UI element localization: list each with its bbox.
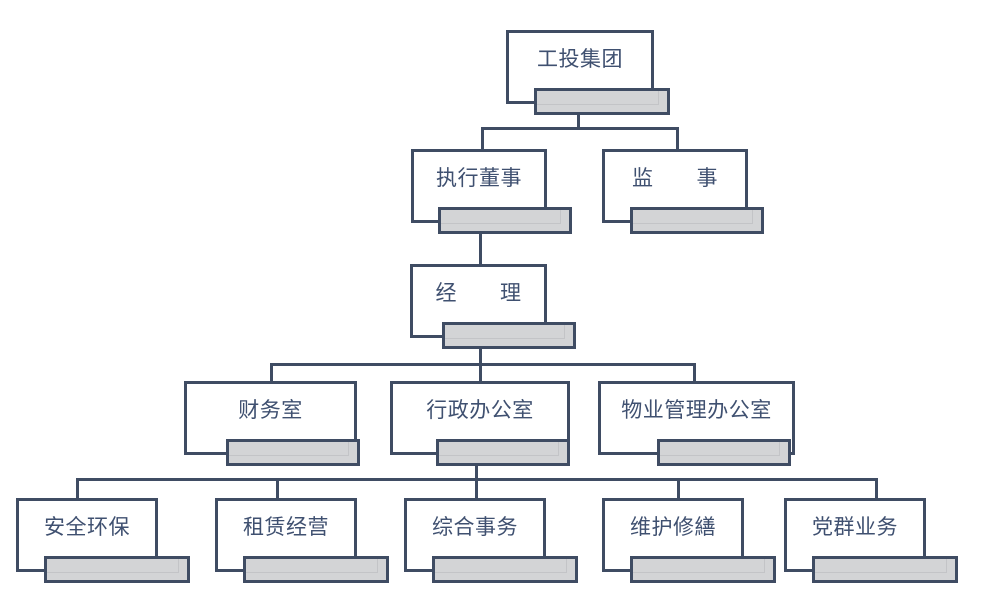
connector-n11-drop [677,478,680,500]
org-node-n7[interactable]: 物业管理办公室 [598,381,795,466]
connector-level4-bus [270,363,696,366]
org-node-n2[interactable]: 执行董事 [411,149,572,234]
connector-n6-drop [479,363,482,384]
org-node-accent-bar [630,207,764,234]
org-node-n4[interactable]: 经 理 [410,264,576,349]
connector-n6-stem [475,456,478,479]
org-node-accent-bar [436,439,570,466]
org-node-n12[interactable]: 党群业务 [784,498,958,583]
org-node-accent-bar [534,88,670,115]
connector-n12-drop [875,478,878,500]
connector-n9-drop [276,478,279,500]
org-node-accent-bar [44,556,190,583]
org-node-n9[interactable]: 租赁经营 [215,498,389,583]
org-node-n3[interactable]: 监 事 [602,149,764,234]
org-node-accent-bar [226,439,360,466]
connector-n10-drop [475,478,478,500]
org-node-accent-bar [442,322,576,349]
connector-n8-drop [76,478,79,500]
connector-n2-n4 [479,224,482,264]
connector-n2-drop [481,127,484,149]
connector-n7-drop [693,363,696,384]
connector-level2-bus [481,127,679,130]
org-node-accent-bar [243,556,389,583]
org-node-accent-bar [657,439,791,466]
connector-n4-stem [479,342,482,364]
connector-n1-stem [577,108,580,129]
org-node-n5[interactable]: 财务室 [184,381,360,466]
org-node-n10[interactable]: 综合事务 [404,498,578,583]
org-node-n8[interactable]: 安全环保 [16,498,190,583]
connector-n3-drop [676,127,679,149]
org-node-accent-bar [812,556,958,583]
org-node-n6[interactable]: 行政办公室 [390,381,570,466]
org-node-accent-bar [432,556,578,583]
org-node-accent-bar [438,207,572,234]
org-node-accent-bar [630,556,776,583]
connector-n5-drop [270,363,273,384]
org-node-n1[interactable]: 工投集团 [506,30,670,115]
org-node-n11[interactable]: 维护修繕 [602,498,776,583]
